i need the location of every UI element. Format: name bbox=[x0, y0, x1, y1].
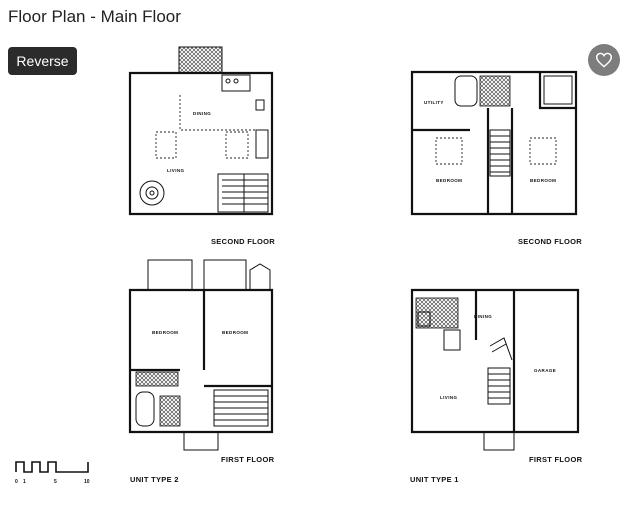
svg-text:1: 1 bbox=[23, 479, 26, 485]
svg-text:5: 5 bbox=[54, 479, 57, 485]
page-title: Floor Plan - Main Floor bbox=[8, 7, 181, 26]
room-label: DINING bbox=[193, 111, 211, 116]
plan-bottom-right: DINING GARAGE LIVING FIRST FLOOR bbox=[410, 288, 583, 464]
favorite-button[interactable] bbox=[588, 44, 620, 76]
room-label: UTILITY bbox=[424, 100, 444, 105]
svg-text:0: 0 bbox=[15, 479, 18, 485]
unit-caption: UNIT TYPE 2 bbox=[130, 475, 179, 484]
floor-caption: SECOND FLOOR bbox=[211, 237, 275, 246]
room-label: LIVING bbox=[167, 168, 185, 173]
unit-caption: UNIT TYPE 1 bbox=[410, 475, 459, 484]
room-label: BEDROOM bbox=[222, 330, 248, 335]
room-label: LIVING bbox=[440, 395, 458, 400]
floor-caption: FIRST FLOOR bbox=[529, 455, 583, 464]
plan-top-left: DINING LIVING SECOND FLOOR bbox=[128, 46, 275, 246]
plan-top-right: UTILITY BEDROOM BEDROOM SECOND FLOOR bbox=[410, 70, 582, 246]
svg-text:10: 10 bbox=[84, 479, 90, 485]
room-label: BEDROOM bbox=[436, 178, 462, 183]
room-label: DINING bbox=[474, 314, 492, 319]
room-label: GARAGE bbox=[534, 368, 556, 373]
floor-caption: SECOND FLOOR bbox=[518, 237, 582, 246]
heart-icon bbox=[595, 52, 613, 68]
room-label: BEDROOM bbox=[152, 330, 178, 335]
reverse-button[interactable]: Reverse bbox=[8, 47, 77, 75]
plan-bottom-left: BEDROOM BEDROOM FIRST FLOOR bbox=[128, 259, 275, 464]
room-label: BEDROOM bbox=[530, 178, 556, 183]
floor-caption: FIRST FLOOR bbox=[221, 455, 275, 464]
scale-bar: 0 1 5 10 bbox=[15, 461, 90, 485]
